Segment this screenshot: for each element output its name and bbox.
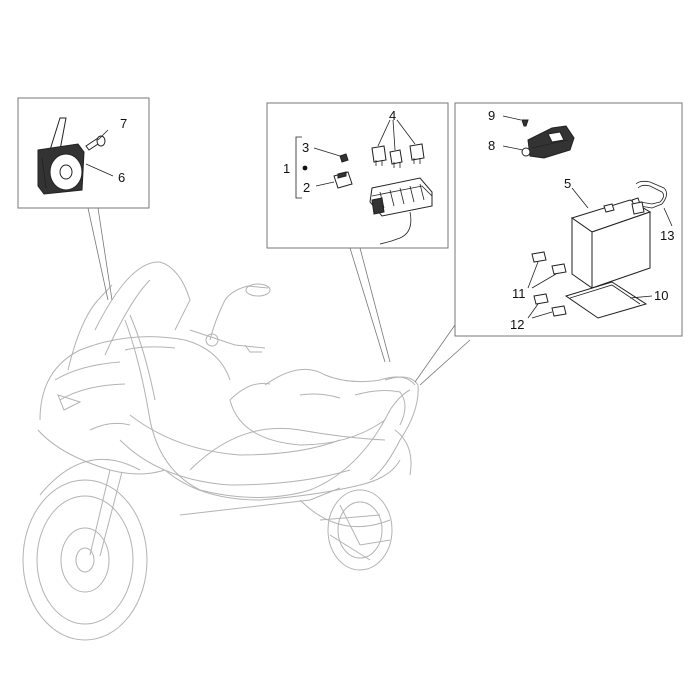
callout-11: 11 <box>512 286 526 301</box>
relay-detail-panel: 3 1 2 4 <box>266 102 449 249</box>
relays-part-4 <box>371 143 425 168</box>
leader-7 <box>97 129 109 141</box>
leader-4b <box>392 119 396 151</box>
group-bracket-1 <box>295 136 302 199</box>
leader-4a <box>377 119 391 147</box>
leader-10 <box>629 295 653 299</box>
leader-6 <box>85 163 114 177</box>
callout-3: 3 <box>302 140 309 155</box>
horn-box-leader-left <box>87 207 109 301</box>
callout-12: 12 <box>510 317 524 332</box>
horn-detail-panel: 7 6 <box>17 97 150 209</box>
battery-cover-part-8 <box>521 125 575 159</box>
fuse-holder-part-2 <box>333 171 353 189</box>
fuse-part-3 <box>339 153 349 163</box>
fuse-box-assembly <box>369 177 433 245</box>
battery-detail-panel: 9 8 5 13 10 11 12 <box>454 102 683 337</box>
leader-8 <box>502 145 524 151</box>
horn-part-6 <box>37 143 85 195</box>
callout-9: 9 <box>488 108 495 123</box>
cable-part-13 <box>631 180 667 215</box>
relay-panel-frame <box>266 102 449 249</box>
callout-6: 6 <box>118 170 125 185</box>
callout-4: 4 <box>389 108 396 123</box>
screw-part-9 <box>521 119 529 127</box>
callout-10: 10 <box>654 288 668 303</box>
horn-box-leader-right <box>97 207 113 301</box>
leader-3 <box>313 147 341 157</box>
callout-1: 1 <box>283 161 290 176</box>
scooter-illustration <box>22 261 419 641</box>
group-dot <box>302 165 308 171</box>
callout-13: 13 <box>660 228 674 243</box>
leader-5 <box>571 187 589 209</box>
leader-13 <box>663 207 673 227</box>
battery-part-5 <box>570 197 652 289</box>
leader-9 <box>502 115 522 121</box>
callout-8: 8 <box>488 138 495 153</box>
callout-7: 7 <box>120 116 127 131</box>
pads-part-11 <box>531 251 567 275</box>
relay-box-leader-right <box>359 247 391 363</box>
callout-5: 5 <box>564 176 571 191</box>
leader-12a <box>527 303 539 319</box>
leader-11b <box>531 273 557 289</box>
pads-part-12 <box>533 293 567 317</box>
battery-box-leader-top <box>414 324 456 383</box>
callout-leaders <box>87 207 471 386</box>
leader-12b <box>531 311 553 319</box>
leader-11a <box>527 261 539 289</box>
leader-2 <box>315 181 335 187</box>
callout-2: 2 <box>303 180 310 195</box>
relay-box-leader-left <box>349 247 386 363</box>
battery-box-leader-bottom <box>419 339 471 386</box>
leader-4c <box>396 119 416 145</box>
